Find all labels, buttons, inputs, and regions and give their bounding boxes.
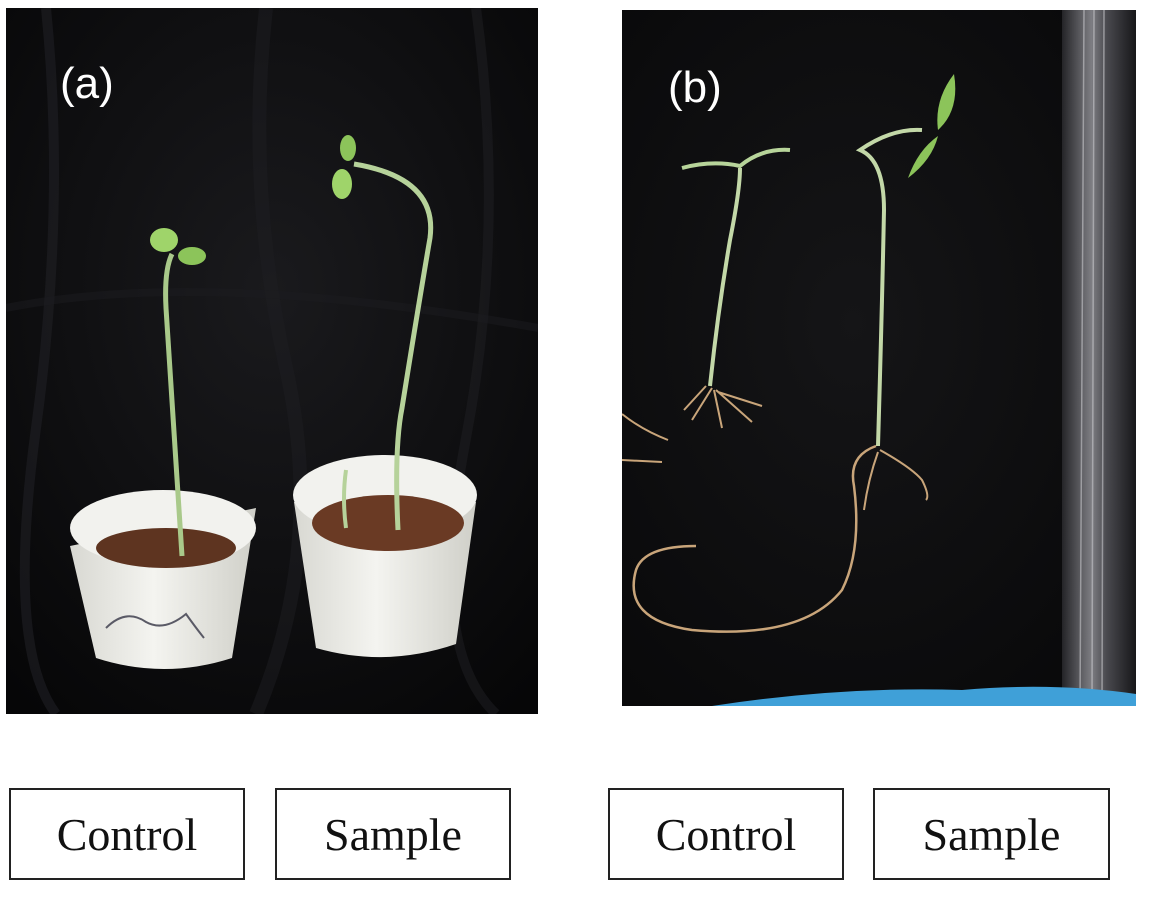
leaf xyxy=(908,136,938,178)
leaf xyxy=(340,135,356,161)
blue-cloth xyxy=(712,686,1136,706)
sample-pot xyxy=(293,455,477,658)
leaf xyxy=(150,228,178,252)
control-seedling xyxy=(681,147,791,429)
control-seedling xyxy=(150,228,206,557)
control-pot xyxy=(70,490,256,669)
sample-seedling xyxy=(332,135,434,531)
photo-panel-a: (a) xyxy=(6,8,538,714)
potted-seedlings-photo xyxy=(6,8,538,714)
panel-label-b: (b) xyxy=(668,63,722,112)
cloth-fold xyxy=(1062,10,1136,706)
sample-seedling xyxy=(632,74,956,633)
sample-label-a: Sample xyxy=(275,788,511,880)
panel-label-a: (a) xyxy=(60,59,114,108)
leaf xyxy=(937,74,956,130)
soil xyxy=(312,495,464,551)
roots xyxy=(622,413,669,463)
control-label-b: Control xyxy=(608,788,844,880)
roots xyxy=(863,449,929,511)
pot-handwriting xyxy=(105,612,205,639)
leaf xyxy=(178,247,206,265)
roots xyxy=(632,444,877,633)
control-label-a: Control xyxy=(9,788,245,880)
leaf xyxy=(332,169,352,199)
uprooted-seedlings-photo xyxy=(622,10,1136,706)
roots xyxy=(683,385,763,429)
sample-label-b: Sample xyxy=(873,788,1110,880)
soil xyxy=(96,528,236,568)
photo-panel-b: (b) xyxy=(622,10,1136,706)
